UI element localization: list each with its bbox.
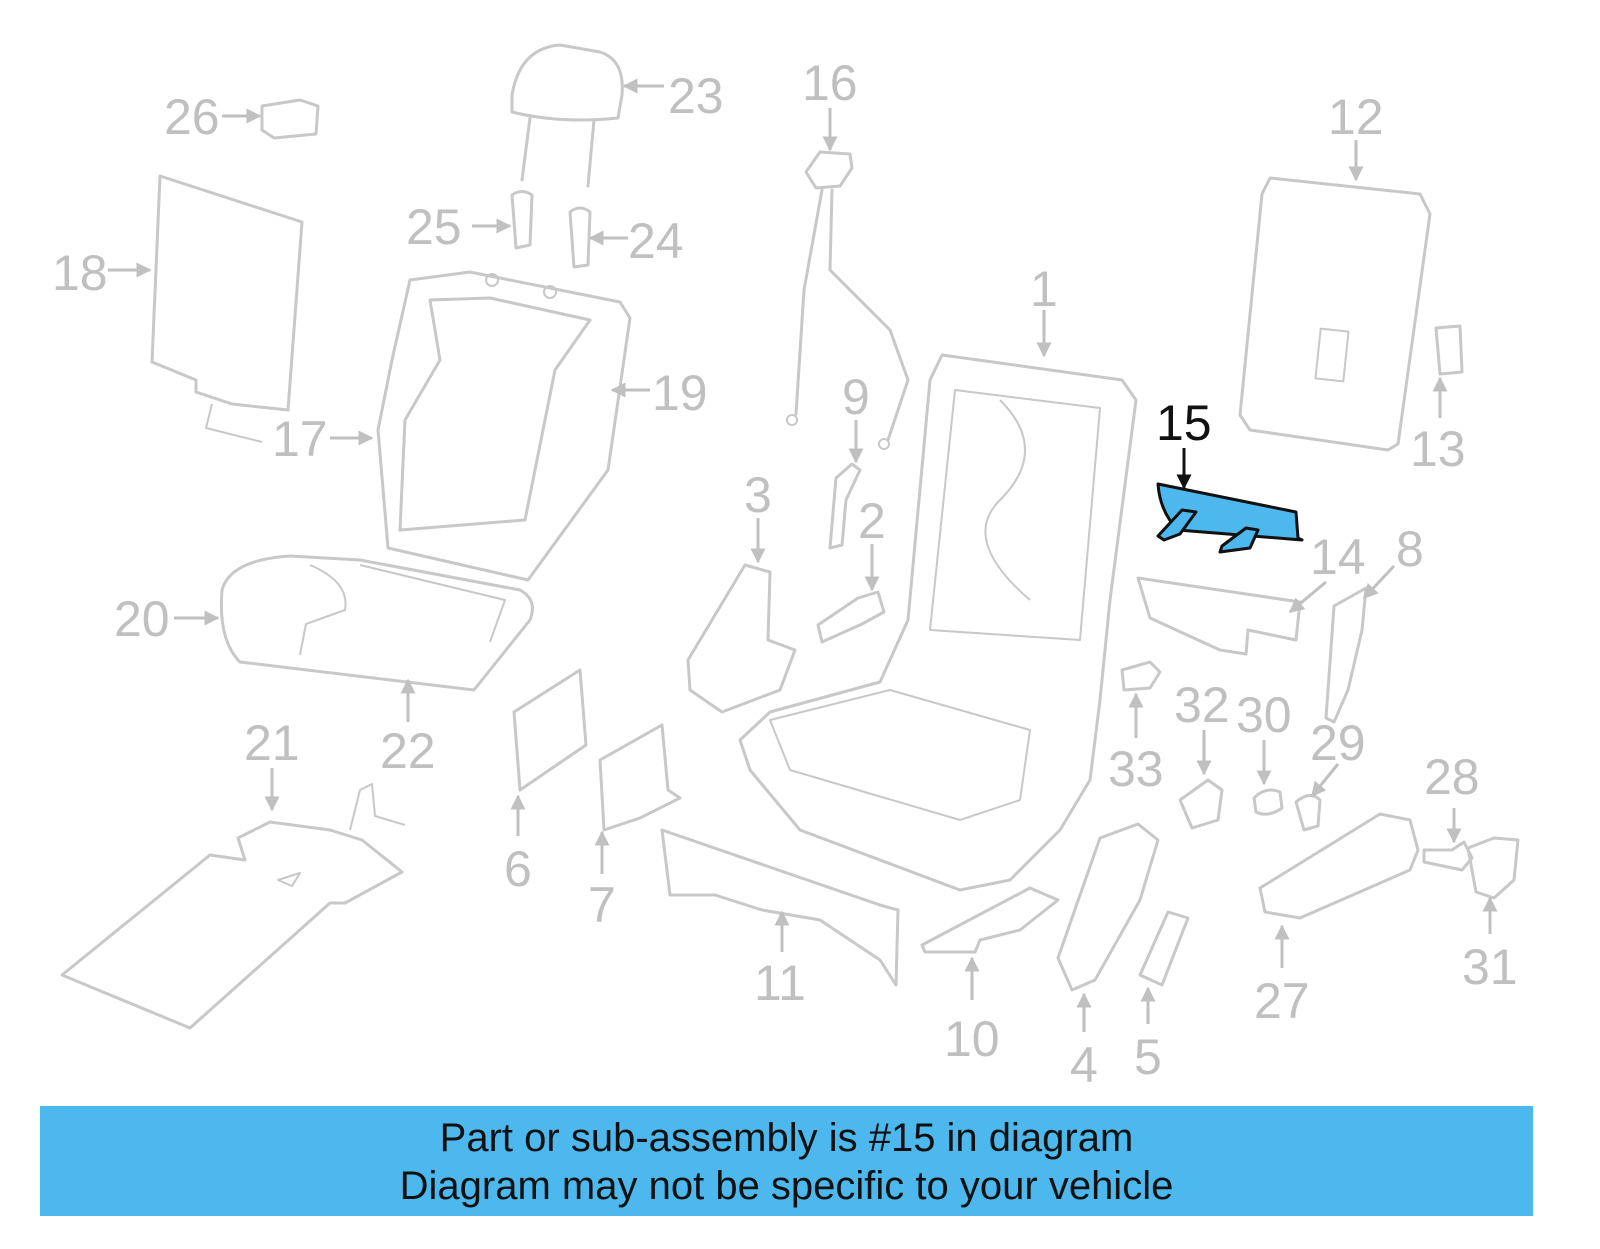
part-seatback-frame: [376, 270, 632, 582]
part-seat-cushion: [219, 554, 534, 692]
banner-line-part: Part or sub-assembly is #15 in diagram: [439, 1116, 1134, 1160]
callout-3: 3: [744, 467, 772, 523]
part-rail-10: [920, 886, 1060, 954]
callout-1: 1: [1030, 261, 1058, 317]
callout-28: 28: [1424, 749, 1480, 805]
part-cover-4: [1056, 822, 1160, 992]
callout-18: 18: [52, 245, 108, 301]
callout-20: 20: [114, 591, 170, 647]
callout-5: 5: [1134, 1029, 1162, 1085]
callout-4: 4: [1070, 1037, 1098, 1093]
part-fitting-32: [1178, 778, 1224, 830]
part-bracket-3: [686, 563, 797, 714]
callout-21: 21: [244, 715, 300, 771]
callout-14: 14: [1310, 529, 1366, 585]
part-cap-30: [1252, 788, 1284, 816]
part-belt-16: [786, 150, 910, 450]
callout-2: 2: [858, 493, 886, 549]
callout-32: 32: [1174, 677, 1230, 733]
part-armrest-27: [1258, 812, 1420, 920]
callout-25: 25: [406, 199, 462, 255]
part-back-panel-12: [1238, 176, 1432, 452]
callout-22: 22: [380, 723, 436, 779]
part-floor-mat: [60, 783, 406, 1030]
part-15-highlighted[interactable]: [1156, 482, 1304, 554]
part-headrest: [510, 43, 624, 188]
part-button-33: [1120, 660, 1162, 692]
callout-labels: 23 26 25 24 18 19 17 20 22 21 16 1 9 3 2…: [52, 55, 1518, 1093]
callout-7: 7: [588, 877, 616, 933]
part-guide-24: [568, 206, 592, 269]
part-clip-13: [1434, 324, 1464, 376]
part-trim-7: [598, 723, 682, 832]
part-side-panel-6: [512, 668, 588, 792]
callout-8: 8: [1396, 521, 1424, 577]
part-endcap-31: [1466, 836, 1520, 900]
info-banner: Part or sub-assembly is #15 in diagram D…: [40, 1106, 1533, 1216]
part-bracket-14: [1136, 576, 1302, 656]
callout-29: 29: [1310, 715, 1366, 771]
part-cap-29: [1294, 794, 1322, 832]
callout-33: 33: [1108, 741, 1164, 797]
part-back-panel: [150, 174, 304, 412]
callout-12: 12: [1328, 89, 1384, 145]
part-guide-25: [510, 190, 534, 250]
callout-19: 19: [652, 365, 708, 421]
callout-27: 27: [1254, 973, 1310, 1029]
callout-16: 16: [802, 55, 858, 111]
callout-13: 13: [1410, 421, 1466, 477]
callout-30: 30: [1236, 687, 1292, 743]
part-cover-5: [1138, 910, 1190, 987]
callout-6: 6: [504, 841, 532, 897]
callout-26: 26: [164, 89, 220, 145]
callout-31: 31: [1462, 939, 1518, 995]
part-trim-8: [1324, 586, 1368, 724]
banner-line-disclaimer: Diagram may not be specific to your vehi…: [399, 1164, 1174, 1208]
part-latch-26: [260, 98, 320, 140]
callout-10: 10: [944, 1011, 1000, 1067]
callout-17: 17: [272, 411, 328, 467]
callout-arrows: [108, 78, 1498, 1032]
callout-23: 23: [668, 68, 724, 124]
part-handle-2: [816, 590, 886, 644]
callout-24: 24: [628, 213, 684, 269]
part-seat-frame: [738, 353, 1138, 892]
part-lower-panel-11: [660, 828, 900, 987]
callout-9: 9: [842, 369, 870, 425]
part-bolt-28: [1422, 840, 1474, 872]
callout-15-highlighted: 15: [1156, 395, 1212, 451]
callout-11: 11: [754, 955, 806, 1011]
part-lever-9: [828, 462, 862, 550]
